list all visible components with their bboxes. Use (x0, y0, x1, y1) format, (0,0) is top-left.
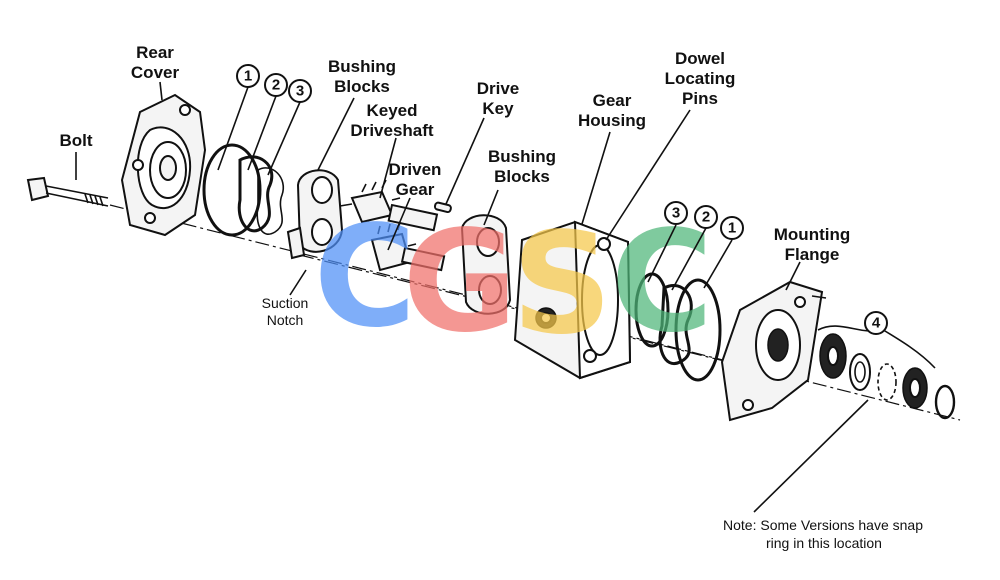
label-suction-notch-2: Notch (267, 312, 304, 328)
note-line-1: Note: Some Versions have snap (723, 517, 923, 533)
leader-lines (75, 81, 869, 513)
bolt-part (26, 176, 109, 207)
label-gear-housing-2: Housing (578, 111, 646, 130)
label-mounting-flange-1: Mounting (774, 225, 850, 244)
label-suction-notch-1: Suction (262, 295, 309, 311)
label-dowel-pins-3: Pins (682, 89, 718, 108)
bushing-blocks-right-part (460, 214, 512, 315)
watermark-letter: C (611, 201, 714, 364)
label-rear-cover-1: Rear (136, 43, 174, 62)
label-bolt: Bolt (59, 131, 92, 150)
label-driven-gear-2: Gear (396, 180, 435, 199)
label-bushing-blocks-right-1: Bushing (488, 147, 556, 166)
label-mounting-flange-2: Flange (785, 245, 840, 264)
note-line-2: ring in this location (766, 535, 882, 551)
left-seal-rings (202, 143, 285, 237)
gears-part (339, 179, 446, 272)
label-keyed-driveshaft-2: Driveshaft (350, 121, 433, 140)
shaft-seal-stack (819, 333, 956, 420)
mounting-flange-part (720, 280, 827, 422)
callout-left-2: 2 (272, 77, 280, 94)
snap-ring-note: Note: Some Versions have snap ring in th… (723, 517, 923, 551)
label-gear-housing-1: Gear (593, 91, 632, 110)
gear-housing-part (513, 220, 632, 380)
bushing-blocks-left-part (286, 169, 344, 260)
watermark-letter: S (512, 203, 613, 366)
label-dowel-pins-2: Locating (665, 69, 736, 88)
label-rear-cover-2: Cover (131, 63, 180, 82)
part-labels: Bolt Rear Cover Bushing Blocks Keyed Dri… (59, 43, 850, 328)
label-drive-key-2: Key (482, 99, 514, 118)
callout-right-3: 3 (672, 205, 680, 222)
callout-right-2: 2 (702, 209, 710, 226)
label-bushing-blocks-left-1: Bushing (328, 57, 396, 76)
watermark-letter: G (403, 201, 518, 364)
drive-key-part (433, 201, 452, 214)
rear-cover-part (120, 93, 207, 237)
callout-circles: 1 2 3 3 2 1 4 (236, 64, 888, 335)
callout-left-3: 3 (296, 83, 304, 100)
label-drive-key-1: Drive (477, 79, 520, 98)
callout-right-1: 1 (728, 220, 736, 237)
label-keyed-driveshaft-1: Keyed (366, 101, 417, 120)
label-bushing-blocks-right-2: Blocks (494, 167, 550, 186)
label-bushing-blocks-left-2: Blocks (334, 77, 390, 96)
callout-left-1: 1 (244, 68, 252, 85)
watermark-logo: C G S C (314, 196, 714, 366)
label-driven-gear-1: Driven (389, 160, 442, 179)
callout-seal-4: 4 (872, 315, 881, 332)
label-dowel-pins-1: Dowel (675, 49, 725, 68)
